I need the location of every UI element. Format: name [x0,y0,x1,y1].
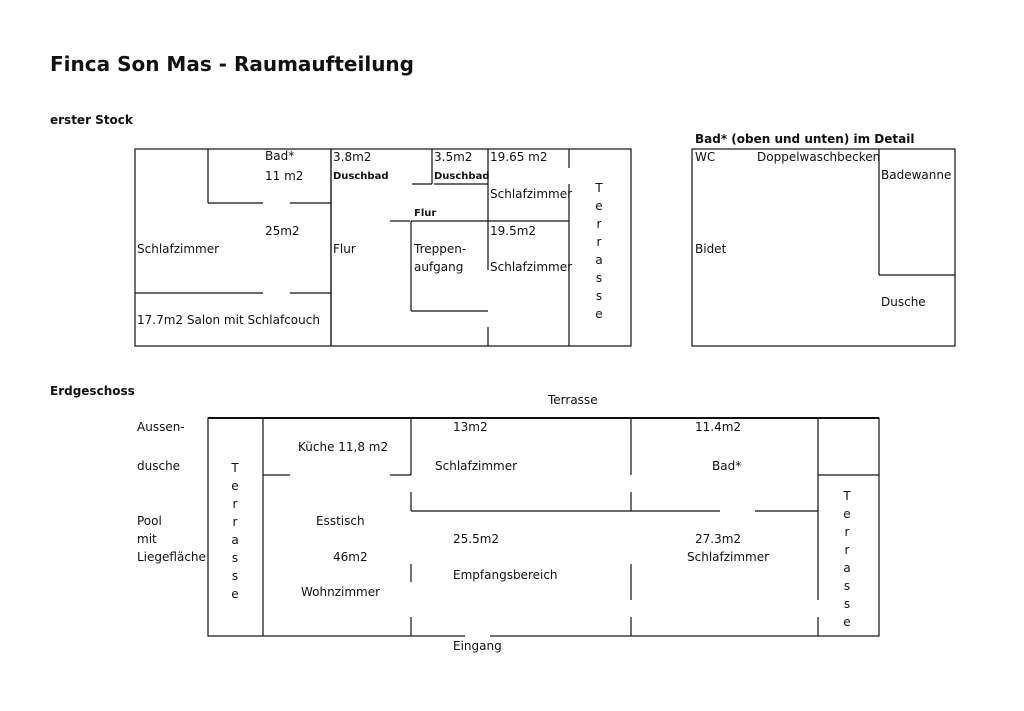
living-area: 46m2 [333,550,368,564]
bedroom13-label: Schlafzimmer [435,459,518,473]
ground-floor-label: Erdgeschoss [50,384,135,398]
upper-flur-small: Flur [414,208,437,219]
pool-label-3: Liegefläche [137,550,206,564]
upper-bad-area: 11 m2 [265,169,304,183]
page-title: Finca Son Mas - Raumaufteilung [50,52,414,76]
double-sink-label: Doppelwaschbecken [757,150,881,164]
living-label: Wohnzimmer [301,585,381,599]
bathtub-label: Badewanne [881,168,952,182]
bath-detail-outline [691,148,956,347]
pool-label-2: mit [137,532,157,546]
upper-sz1-area: 19.65 m2 [490,150,548,164]
reception-label: Empfangsbereich [453,568,558,582]
dusch2-area: 3.5m2 [434,150,473,164]
dusch1-label: Duschbad [333,171,389,182]
outdoor-shower-label-2: dusche [137,459,181,473]
kitchen-label: Küche 11,8 m2 [298,440,389,454]
upper-big-label: Schlafzimmer [137,242,220,256]
stair-label-2: aufgang [414,260,464,274]
dusch1-area: 3.8m2 [333,150,372,164]
dusch2-label: Duschbad [434,171,490,182]
salon-label: 17.7m2 Salon mit Schlafcouch [137,313,320,327]
upper-big-area: 25m2 [265,224,300,238]
top-terrace-label: Terrasse [548,393,598,407]
upper-floor-label: erster Stock [50,113,133,127]
shower-label: Dusche [881,295,926,309]
dining-label: Esstisch [316,514,365,528]
upper-bad-label: Bad* [265,149,295,163]
upper-sz1-label: Schlafzimmer [490,187,573,201]
ground-bad-label: Bad* [712,459,742,473]
wc-label: WC [695,150,716,164]
ground-bad-area: 11.4m2 [695,420,742,434]
reception-area: 25.5m2 [453,532,500,546]
pool-label-1: Pool [137,514,162,528]
bedroom27-label: Schlafzimmer [687,550,770,564]
entrance-label: Eingang [453,639,502,653]
bedroom27-area: 27.3m2 [695,532,742,546]
upper-flur-label: Flur [333,242,356,256]
bedroom13-area: 13m2 [453,420,488,434]
upper-floor-outline [134,148,632,347]
bath-detail-heading: Bad* (oben und unten) im Detail [695,132,915,146]
upper-sz2-label: Schlafzimmer [490,260,573,274]
outdoor-shower-label-1: Aussen- [137,420,185,434]
bidet-label: Bidet [695,242,727,256]
stair-label-1: Treppen- [414,242,467,256]
upper-sz2-area: 19.5m2 [490,224,537,238]
